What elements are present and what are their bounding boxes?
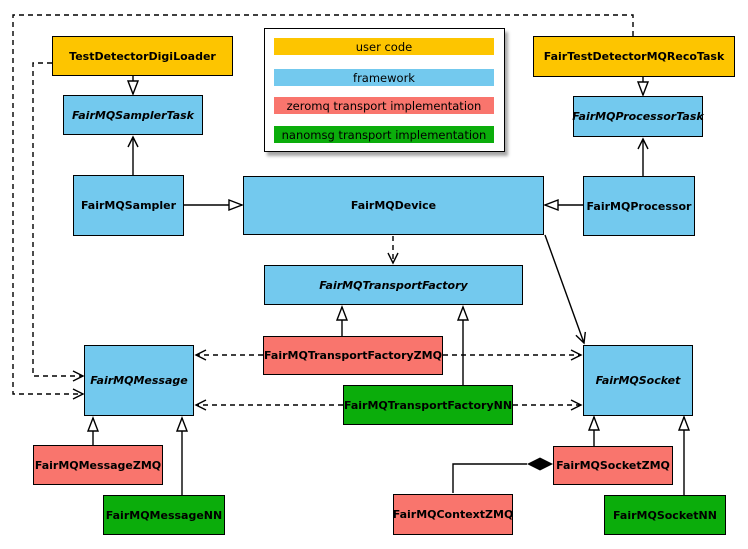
- class-label: FairMQTransportFactoryZMQ: [264, 349, 442, 362]
- class-label: FairMQSampler: [80, 199, 177, 212]
- class-box-fairmqsocketnn: FairMQSocketNN: [604, 495, 726, 535]
- class-box-fairmqmessage: FairMQMessage: [84, 345, 194, 416]
- class-box-fairmqdevice: FairMQDevice: [243, 176, 544, 235]
- edge-composition-socketzmq-contextzmq: [452, 463, 527, 493]
- class-label: FairMQDevice: [350, 199, 437, 212]
- class-box-fairmqtransportfactory: FairMQTransportFactory: [264, 265, 523, 305]
- class-label: FairMQSocketNN: [613, 508, 717, 522]
- class-label: FairMQTransportFactory: [319, 278, 468, 292]
- class-label: FairTestDetectorMQRecoTask: [543, 50, 725, 63]
- legend-item-user-code: user code: [274, 38, 494, 55]
- composition-diamond: [527, 457, 553, 471]
- class-label: FairMQTransportFactoryNN: [343, 398, 513, 412]
- class-box-fairmqprocessortask: FairMQProcessorTask: [572, 96, 704, 137]
- class-box-fairmqmessagezmq: FairMQMessageZMQ: [33, 445, 163, 485]
- class-label: FairMQMessage: [90, 374, 188, 387]
- class-box-fairmqsamplertask: FairMQSamplerTask: [63, 95, 203, 135]
- legend-item-framework: framework: [274, 69, 494, 86]
- legend: user code framework zeromq transport imp…: [264, 28, 505, 152]
- class-label: FairMQProcessor: [586, 199, 692, 213]
- class-box-fairmqtransportfactorynn: FairMQTransportFactoryNN: [343, 385, 513, 425]
- class-box-fairmqsocket: FairMQSocket: [583, 345, 693, 416]
- edge-dependency-digiloader-message: [32, 62, 85, 382]
- class-box-fairmqsampler: FairMQSampler: [73, 175, 184, 236]
- class-label: FairMQProcessorTask: [572, 110, 704, 123]
- class-box-fairmqmessagenn: FairMQMessageNN: [103, 495, 225, 535]
- class-box-fairmqsocketzmq: FairMQSocketZMQ: [553, 446, 673, 485]
- class-label: FairMQSamplerTask: [72, 108, 194, 122]
- edge-association-device-socket: [544, 234, 587, 345]
- class-box-fairmqtransportfactoryzmq: FairMQTransportFactoryZMQ: [263, 336, 443, 375]
- class-label: FairMQSocket: [595, 374, 681, 387]
- class-label: TestDetectorDigiLoader: [69, 49, 216, 63]
- class-label: FairMQMessageZMQ: [34, 458, 162, 472]
- class-box-fairtestdetectormqrecotask: FairTestDetectorMQRecoTask: [533, 36, 735, 77]
- class-box-fairmqprocessor: FairMQProcessor: [583, 176, 695, 236]
- class-box-fairmqcontextzmq: FairMQContextZMQ: [393, 494, 513, 535]
- legend-item-nanomsg: nanomsg transport implementation: [274, 126, 494, 143]
- legend-item-zeromq: zeromq transport implementation: [274, 97, 494, 114]
- class-label: FairMQContextZMQ: [392, 508, 514, 521]
- class-label: FairMQMessageNN: [105, 508, 223, 522]
- class-label: FairMQSocketZMQ: [556, 459, 670, 472]
- class-box-testdetectordigiloader: TestDetectorDigiLoader: [52, 36, 233, 76]
- edge-dependency-recotask-message: [12, 14, 634, 400]
